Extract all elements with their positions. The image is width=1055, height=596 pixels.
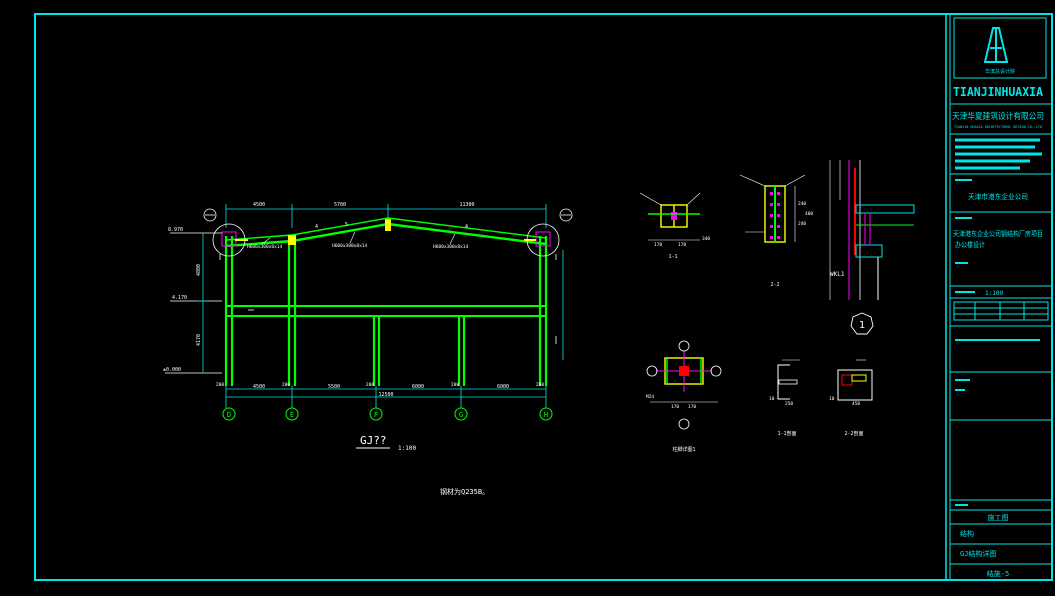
detail-1: WKL1 1 — [829, 160, 915, 335]
col-mark-2: 200 — [282, 382, 290, 388]
logo-box — [953, 17, 1047, 79]
anchor-tag: M24 — [646, 394, 654, 400]
beam-tag-3: H600x300x8x14 — [433, 244, 469, 250]
d6-dim-b: 10 — [829, 396, 835, 402]
bottom-dimension-line — [225, 386, 547, 408]
d2-dim-a: 240 — [798, 201, 806, 207]
logo-caption: 华滨总设计院 — [985, 68, 1015, 75]
d1-dim-a: 170 — [654, 242, 662, 248]
top-dim-1: 4500 — [253, 202, 265, 208]
col-mark-1: 200 — [216, 382, 224, 388]
elev-mid: 4.170 — [172, 295, 187, 301]
frame-elevation: 4500 5700 11300 — [163, 202, 573, 496]
certificate-lines — [955, 138, 1042, 170]
detail-1-label: 1 — [859, 320, 865, 331]
sheet-name: GJ结构详图 — [960, 549, 996, 558]
d1-dim-c: 340 — [702, 236, 710, 242]
d2-dim-c: 480 — [805, 211, 813, 217]
detail-1-1: 170 170 340 1-1 — [639, 192, 710, 260]
axis-F: F — [374, 411, 378, 419]
section-1-1: 250 10 1-1剖面 — [769, 359, 800, 437]
side-dimension-line — [198, 233, 208, 373]
detail-base-label: 柱脚详图1 — [672, 446, 695, 453]
axis-bubbles — [222, 407, 553, 421]
axis-G: G — [459, 411, 463, 419]
top-dim-3: 11300 — [459, 202, 474, 208]
signature-grid — [953, 301, 1049, 321]
client-name: 天津市港东企业公司 — [968, 192, 1028, 201]
section-2-2: 450 10 2-2剖面 — [829, 359, 873, 437]
frame-scale: 1:100 — [398, 445, 416, 452]
joints — [221, 219, 551, 247]
company-cn: 天津华夏建筑设计有限公司 — [952, 111, 1044, 122]
stage-label: 施工图 — [988, 513, 1009, 522]
col-mark-5: 200 — [536, 382, 544, 388]
detail-column-base: M24 170 170 柱脚详图1 — [646, 340, 722, 453]
project-name-1: 天津港东企业公司钢结构厂房项目 — [953, 229, 1043, 238]
top-dim-2: 5700 — [334, 202, 346, 208]
bottom-dim-1: 4500 — [253, 384, 265, 390]
elev-ground: ±0.000 — [163, 367, 181, 373]
detail-2-2-label: 2-2 — [770, 282, 779, 288]
d5-dim-b: 10 — [769, 396, 775, 402]
bottom-dim-2: 5500 — [328, 384, 340, 390]
detail-1-1-label: 1-1 — [668, 254, 677, 260]
company-latin: TIANJINHUAXIA — [953, 85, 1044, 99]
discipline-label: 结构 — [960, 529, 974, 538]
floor-beam — [226, 305, 546, 317]
axis-D: D — [227, 411, 231, 419]
d6-dim-a: 450 — [852, 401, 860, 407]
d4-dim-a: 170 — [671, 404, 679, 410]
frame-title: GJ?? — [360, 434, 387, 447]
detail-circles — [203, 208, 573, 257]
axis-E: E — [290, 411, 294, 419]
side-dim-1: 4800 — [196, 264, 202, 276]
sheet-border — [34, 13, 1053, 581]
detail-1-marker-icon — [850, 312, 874, 335]
total-dim: 12500 — [378, 392, 393, 398]
axis-H: H — [544, 411, 548, 419]
d1-dim-b: 170 — [678, 242, 686, 248]
col-mark-4: 200 — [451, 382, 459, 388]
d2-dim-b: 240 — [798, 221, 806, 227]
side-dim-2: 4170 — [196, 334, 202, 346]
section-cut-1: 4 — [315, 224, 318, 230]
beam-tag-2: H600x300x8x14 — [332, 243, 368, 249]
d5-dim-a: 250 — [785, 401, 793, 407]
columns — [224, 236, 548, 386]
beam-tag-1: H600x300x8x14 — [247, 244, 283, 250]
beam-tag-leaders — [261, 231, 456, 245]
scale-value: 1:100 — [985, 290, 1003, 297]
elevation-markers — [165, 232, 222, 374]
cut-marks — [219, 254, 557, 344]
section-1-1-label: 1-1剖面 — [777, 430, 796, 437]
section-2-2-label: 2-2剖面 — [844, 430, 863, 437]
rafter — [225, 217, 547, 248]
sheet-number: 结施-5 — [987, 569, 1009, 578]
title-block: 华滨总设计院 TIANJINHUAXIA 天津华夏建筑设计有限公司 TIANJI… — [950, 17, 1052, 578]
detail-2-2: 240 240 480 2-2 — [739, 174, 813, 288]
section-cut-3: 5 — [345, 222, 348, 228]
d4-dim-b: 170 — [688, 404, 696, 410]
company-logo-icon — [983, 27, 1009, 63]
section-cut-2: 4 — [465, 224, 468, 230]
steel-note: 钢材为Q235B。 — [440, 487, 489, 496]
bottom-dim-3: 6000 — [412, 384, 424, 390]
bottom-dim-4: 6000 — [497, 384, 509, 390]
elev-top: 8.970 — [168, 227, 183, 233]
col-mark-3: 200 — [366, 382, 374, 388]
project-name-2: 办公楼设计 — [955, 240, 985, 249]
company-en: TIANJIN HUAXIA ARCHITECTURAL DESIGN CO.,… — [954, 125, 1042, 129]
wkl-tag: WKL1 — [830, 271, 845, 278]
